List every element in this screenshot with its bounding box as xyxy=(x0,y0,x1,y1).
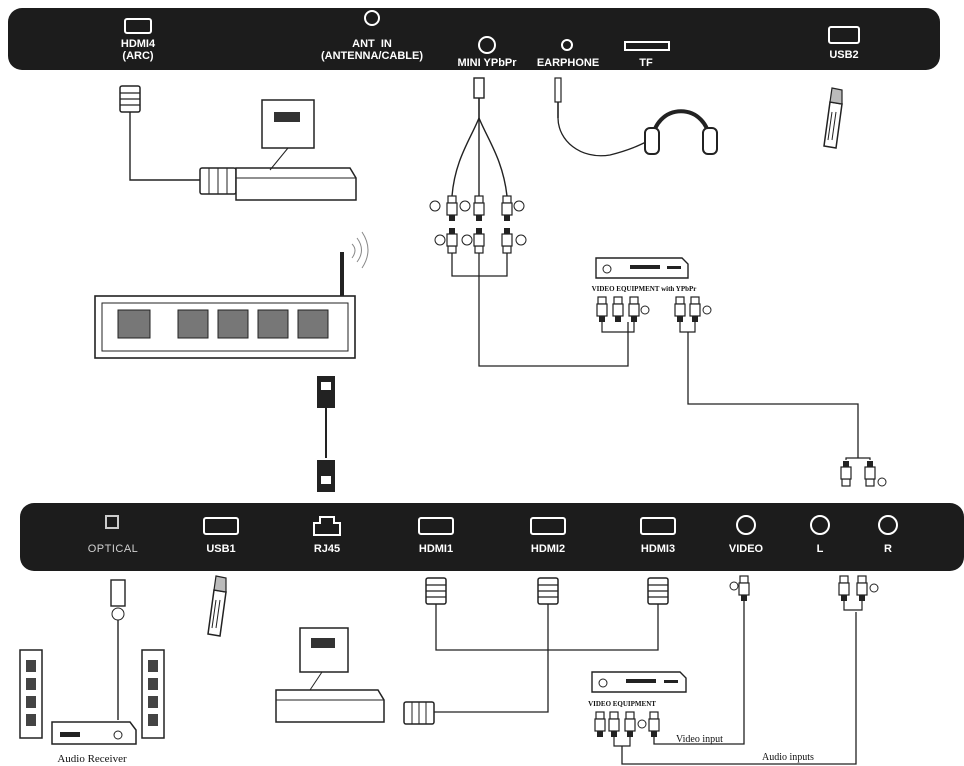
video-equipment-icon xyxy=(591,671,687,693)
hdmi-port-icon xyxy=(530,517,566,535)
port-label-tf: TF xyxy=(639,57,653,69)
audio-receiver-label: Audio Receiver xyxy=(57,753,127,765)
set-top-box-icon xyxy=(275,627,385,723)
port-label-rj45: RJ45 xyxy=(313,543,341,555)
round-jack-icon xyxy=(810,515,830,535)
port-label-earphone: EARPHONE xyxy=(536,57,600,69)
ypbpr-video-equipment-icon xyxy=(595,257,689,279)
hdmi-cables xyxy=(403,577,669,725)
optical-cable xyxy=(110,579,126,720)
set-top-box-icon xyxy=(235,99,357,201)
tf-slot-icon xyxy=(624,41,670,51)
port-label-l: L xyxy=(816,543,824,555)
bottom-connector-panel: OPTICAL USB1 RJ45 HDMI1 HDMI2 HDMI3 VIDE… xyxy=(20,503,964,571)
rj45-port-icon xyxy=(313,516,341,536)
round-jack-icon xyxy=(736,515,756,535)
router-icon xyxy=(94,231,369,359)
av-input-plugs xyxy=(729,575,879,611)
hdmi-port-icon xyxy=(418,517,454,535)
usb-port-icon xyxy=(203,517,239,535)
headphone-icon xyxy=(554,77,718,157)
port-label-video: VIDEO xyxy=(728,543,764,555)
ethernet-cable xyxy=(317,376,335,492)
port-label-optical: OPTICAL xyxy=(87,543,139,555)
port-label-mini-ypbpr: MINI YPbPr xyxy=(457,57,517,69)
top-connector-panel: HDMI4 (ARC) ANT IN (ANTENNA/CABLE) MINI … xyxy=(8,8,940,70)
port-label-hdmi1: HDMI1 xyxy=(418,543,454,555)
port-label-r: R xyxy=(884,543,892,555)
ypbpr-breakout-cable xyxy=(429,77,629,367)
audio-receiver-icon xyxy=(19,649,165,745)
earphone-jack-icon xyxy=(561,39,573,51)
ypbpr-equipment-plugs xyxy=(596,296,887,487)
round-jack-icon xyxy=(878,515,898,535)
port-label-hdmi4: HDMI4 (ARC) xyxy=(120,38,156,62)
port-label-usb1: USB1 xyxy=(206,543,236,555)
hdmi4-cable xyxy=(119,85,237,195)
usb-stick-icon xyxy=(207,575,227,637)
antenna-port-icon xyxy=(364,10,380,26)
video-input-label: Video input xyxy=(676,734,723,745)
video-equipment-label: VIDEO EQUIPMENT xyxy=(588,700,656,708)
ypbpr-equipment-label: VIDEO EQUIPMENT with YPbPr xyxy=(592,285,697,293)
hdmi-port-icon xyxy=(124,18,152,34)
port-label-ant-in: ANT IN (ANTENNA/CABLE) xyxy=(320,38,424,62)
audio-inputs-label: Audio inputs xyxy=(762,752,814,763)
port-label-hdmi2: HDMI2 xyxy=(530,543,566,555)
port-label-hdmi3: HDMI3 xyxy=(640,543,676,555)
video-equipment-plugs xyxy=(594,600,857,765)
port-label-usb2: USB2 xyxy=(829,49,859,61)
usb-stick-icon xyxy=(823,87,843,149)
round-jack-icon xyxy=(478,36,496,54)
usb-port-icon xyxy=(828,26,860,44)
hdmi-port-icon xyxy=(640,517,676,535)
optical-port-icon xyxy=(105,515,119,529)
